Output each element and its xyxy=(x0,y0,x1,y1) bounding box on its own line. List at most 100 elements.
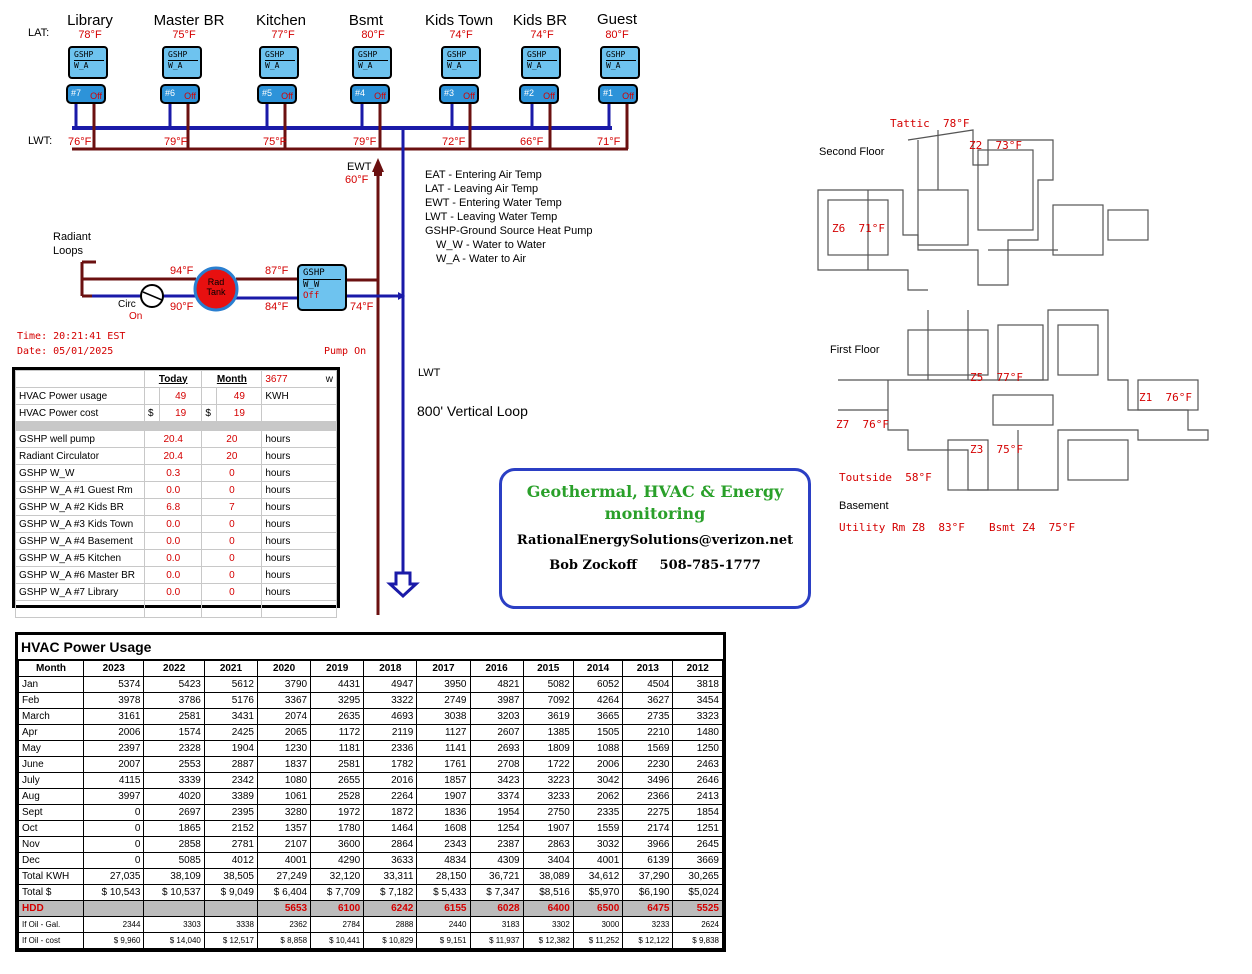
zone-name: Kitchen xyxy=(255,12,307,29)
zone-reading: Z3 75°F xyxy=(970,443,1023,456)
year-value: $ 11,252 xyxy=(572,932,624,949)
prefix: $ xyxy=(201,404,218,422)
year-value: 1357 xyxy=(256,820,312,837)
year-value: 38,089 xyxy=(522,868,574,885)
row-label: July xyxy=(18,772,84,789)
year-value: 2528 xyxy=(310,788,365,805)
year-value: 37,290 xyxy=(622,868,674,885)
row-label: HVAC Power usage xyxy=(15,387,145,405)
year-value: 2362 xyxy=(256,916,312,933)
year-value: 1480 xyxy=(672,724,723,741)
zone-reading: Z1 76°F xyxy=(1139,391,1192,404)
rad-tank[interactable]: Rad Tank xyxy=(200,277,232,297)
year-value: 2342 xyxy=(203,772,259,789)
ww-unit-label: GSHP xyxy=(303,268,325,278)
year-value: 6155 xyxy=(416,900,471,917)
year-value: 4001 xyxy=(256,852,312,869)
pump-number: #1 xyxy=(603,88,614,98)
legend-item: EWT - Entering Water Temp xyxy=(425,197,562,209)
year-value: 3404 xyxy=(522,852,574,869)
year-value: 3818 xyxy=(672,676,723,693)
year-value: 34,612 xyxy=(572,868,624,885)
month-value: 0 xyxy=(201,532,263,550)
today-value: 0.0 xyxy=(143,481,203,499)
year-value: $ 9,151 xyxy=(416,932,471,949)
year-value: 27,035 xyxy=(82,868,145,885)
zone-id: Utility Rm Z8 xyxy=(839,521,926,534)
zone-id: Bsmt Z4 xyxy=(989,521,1036,534)
year-value: 2708 xyxy=(469,756,524,773)
year-value: 3303 xyxy=(143,916,205,933)
row-label: GSHP W_A #7 Library xyxy=(15,583,145,601)
year-value: 33,311 xyxy=(363,868,418,885)
year-value: 1907 xyxy=(416,788,471,805)
zone-name: Master BR xyxy=(153,12,225,29)
month-value: 20 xyxy=(201,447,263,465)
contact-email[interactable]: RationalEnergySolutions@verizon.net xyxy=(516,533,794,548)
year-value: 2230 xyxy=(622,756,674,773)
unit: hours xyxy=(261,464,337,482)
year-value: 1836 xyxy=(416,804,471,821)
year-value: 2888 xyxy=(363,916,418,933)
zone-temp: 77°F xyxy=(996,371,1024,384)
year-value: 1782 xyxy=(363,756,418,773)
unit xyxy=(261,404,337,422)
year-value: 3295 xyxy=(310,692,365,709)
year-value: $5,970 xyxy=(572,884,624,901)
unit: KWH xyxy=(261,387,337,405)
year-header: 2017 xyxy=(416,660,471,677)
year-value: 4290 xyxy=(310,852,365,869)
contact-phone[interactable]: 508-785-1777 xyxy=(659,558,761,573)
year-value: 2693 xyxy=(469,740,524,757)
year-value: 3032 xyxy=(572,836,624,853)
year-value: $ 6,404 xyxy=(256,884,312,901)
pump-state: Off xyxy=(543,91,555,101)
year-value: 1954 xyxy=(469,804,524,821)
year-value: 2646 xyxy=(672,772,723,789)
year-value: 4693 xyxy=(363,708,418,725)
zone-reading: Bsmt Z4 75°F xyxy=(989,521,1075,534)
unit-label: GSHP xyxy=(447,50,477,61)
year-value: 4012 xyxy=(203,852,259,869)
year-value: 3627 xyxy=(622,692,674,709)
second-floor-label: Second Floor xyxy=(819,146,885,158)
header-blank xyxy=(15,370,145,388)
year-value: 2062 xyxy=(572,788,624,805)
year-value: 5612 xyxy=(203,676,259,693)
year-value: 1722 xyxy=(522,756,574,773)
zone-id: Z2 xyxy=(969,139,983,152)
today-value: 20.4 xyxy=(143,447,203,465)
loops-label: Loops xyxy=(53,245,83,257)
year-value: $ 10,543 xyxy=(82,884,145,901)
year-value: 1127 xyxy=(416,724,471,741)
month-value: 19 xyxy=(216,404,263,422)
unit-type: W_A xyxy=(358,61,373,70)
year-value: 2007 xyxy=(82,756,145,773)
zone-name: Kids BR xyxy=(512,12,568,29)
year-value: $ 12,382 xyxy=(522,932,574,949)
year-value: 4001 xyxy=(572,852,624,869)
year-value: 3997 xyxy=(82,788,145,805)
today-value: 20.4 xyxy=(143,430,203,448)
row-label: If Oil - Gal. xyxy=(18,916,84,933)
year-value: 2635 xyxy=(310,708,365,725)
year-value: 6475 xyxy=(622,900,674,917)
gshp-ww-unit[interactable]: GSHP W_W Off xyxy=(297,264,347,311)
